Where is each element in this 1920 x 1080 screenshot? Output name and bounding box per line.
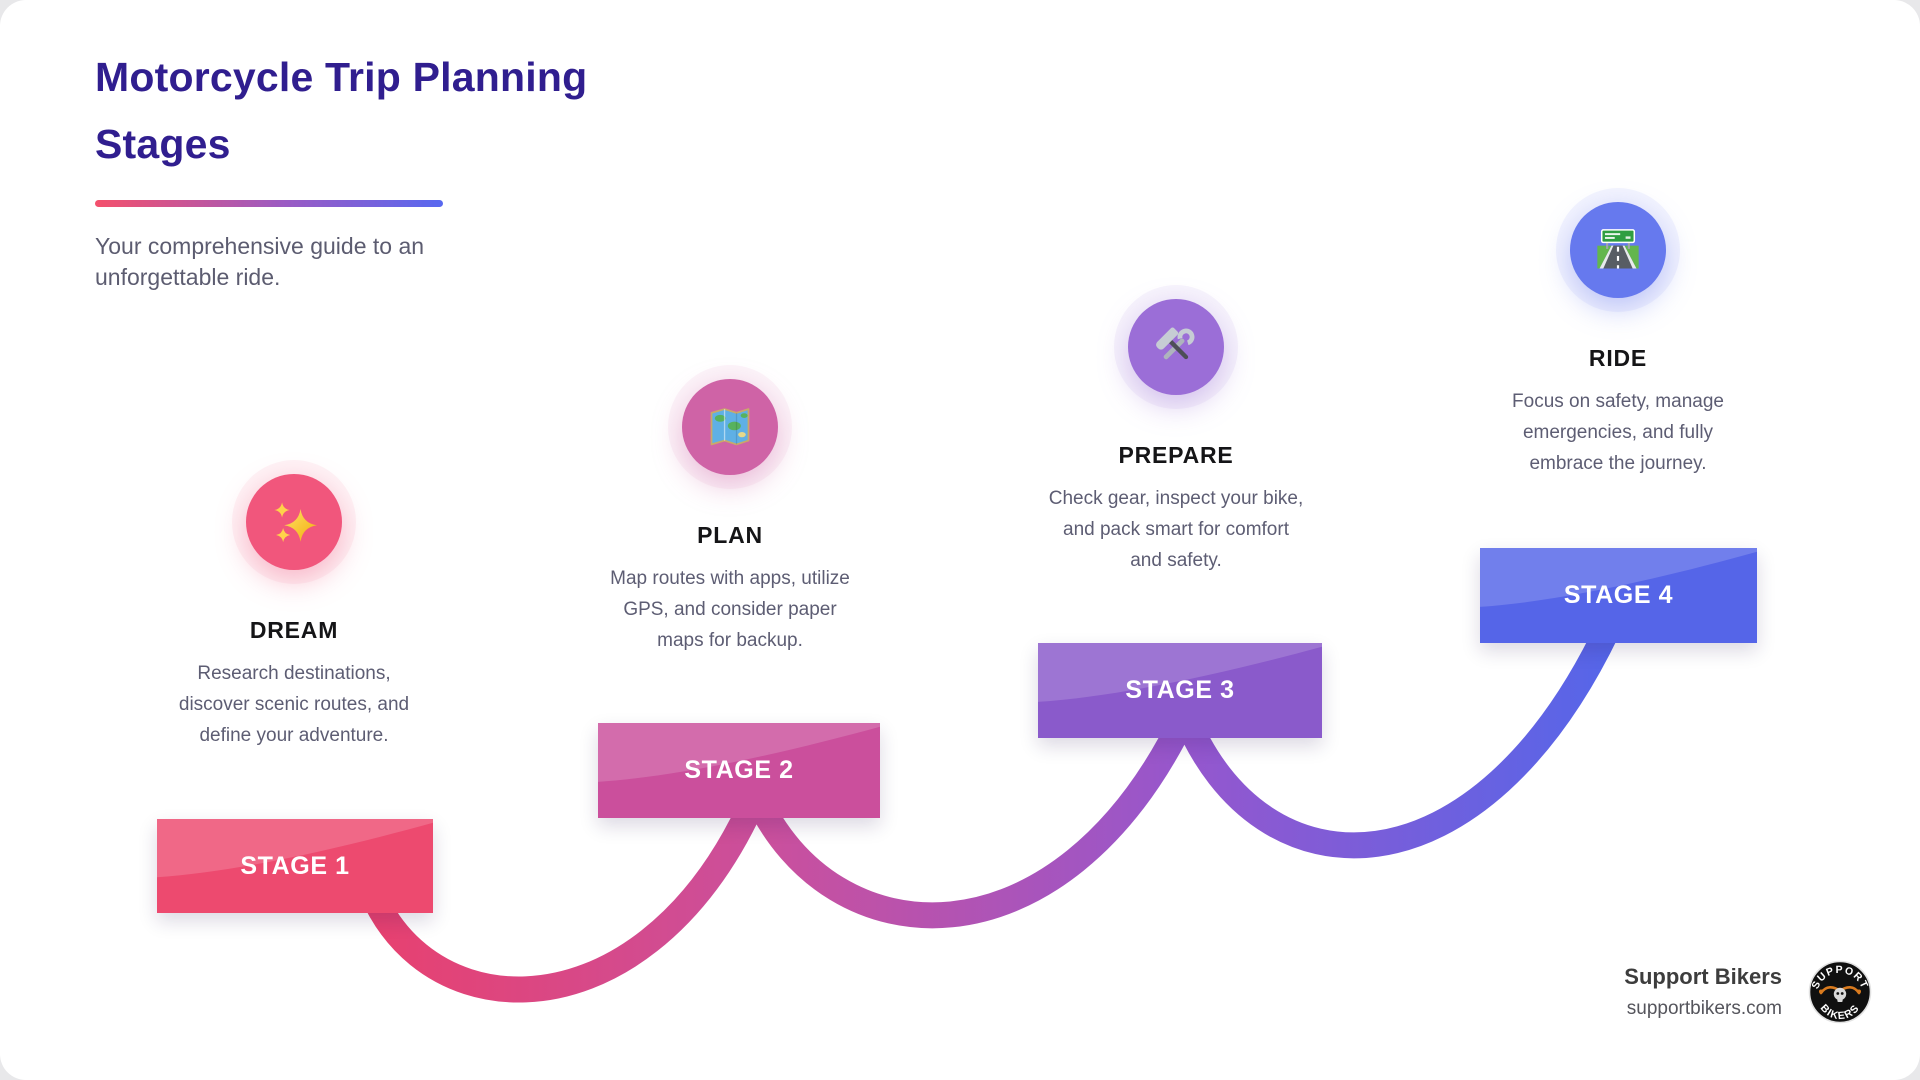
plan-icon-circle — [682, 379, 778, 475]
support-bikers-logo: SUPPORT BIKERS — [1808, 960, 1872, 1024]
stage-heading: PLAN — [697, 522, 763, 548]
box-sheen — [157, 819, 433, 878]
stage-box-label: STAGE 3 — [1125, 676, 1235, 704]
prepare-icon-circle — [1128, 299, 1224, 395]
box-sheen — [1480, 548, 1757, 607]
footer-website: supportbikers.com — [1626, 998, 1782, 1019]
stage-1-box: STAGE 1 — [157, 819, 433, 913]
sparkles-icon — [274, 502, 317, 543]
stage-description: Check gear, inspect your bike, and pack … — [1048, 488, 1304, 571]
title-underline-rule — [95, 200, 443, 207]
stage-heading: DREAM — [249, 617, 339, 643]
stage-heading: PREPARE — [1118, 442, 1234, 468]
stage-column-dream: DREAM Research destinations, discover sc… — [114, 474, 474, 751]
stage-description: Focus on safety, manage emergencies, and… — [1512, 391, 1724, 474]
dream-icon-circle — [246, 474, 342, 570]
map-icon — [710, 408, 750, 446]
stage-column-ride: RIDE Focus on safety, manage emergencies… — [1438, 202, 1798, 479]
stage-column-prepare: PREPARE Check gear, inspect your bike, a… — [996, 299, 1356, 576]
box-sheen — [1038, 643, 1322, 702]
stage-description: Research destinations, discover scenic r… — [178, 663, 410, 746]
page-subtitle: Your comprehensive guide to an unforgett… — [95, 233, 425, 290]
motorway-icon — [1597, 229, 1639, 269]
footer-credit: Support Bikers supportbikers.com — [1624, 963, 1782, 1021]
box-sheen — [598, 723, 880, 782]
stage-heading: RIDE — [1588, 345, 1648, 371]
stage-column-plan: PLAN Map routes with apps, utilize GPS, … — [550, 379, 910, 656]
svg-text:BIKERS: BIKERS — [1818, 1002, 1862, 1022]
footer-brand-name: Support Bikers — [1624, 964, 1782, 989]
page-title: Motorcycle Trip Planning Stages — [95, 54, 588, 167]
stage-2-box: STAGE 2 — [598, 723, 880, 818]
ride-icon-circle — [1570, 202, 1666, 298]
stage-description: Map routes with apps, utilize GPS, and c… — [610, 568, 850, 651]
stage-3-box: STAGE 3 — [1038, 643, 1322, 738]
stage-box-label: STAGE 2 — [684, 756, 794, 784]
stage-box-label: STAGE 1 — [240, 851, 350, 880]
stage-4-box: STAGE 4 — [1480, 548, 1757, 643]
stage-box-label: STAGE 4 — [1563, 581, 1674, 609]
tools-icon — [1156, 327, 1195, 360]
